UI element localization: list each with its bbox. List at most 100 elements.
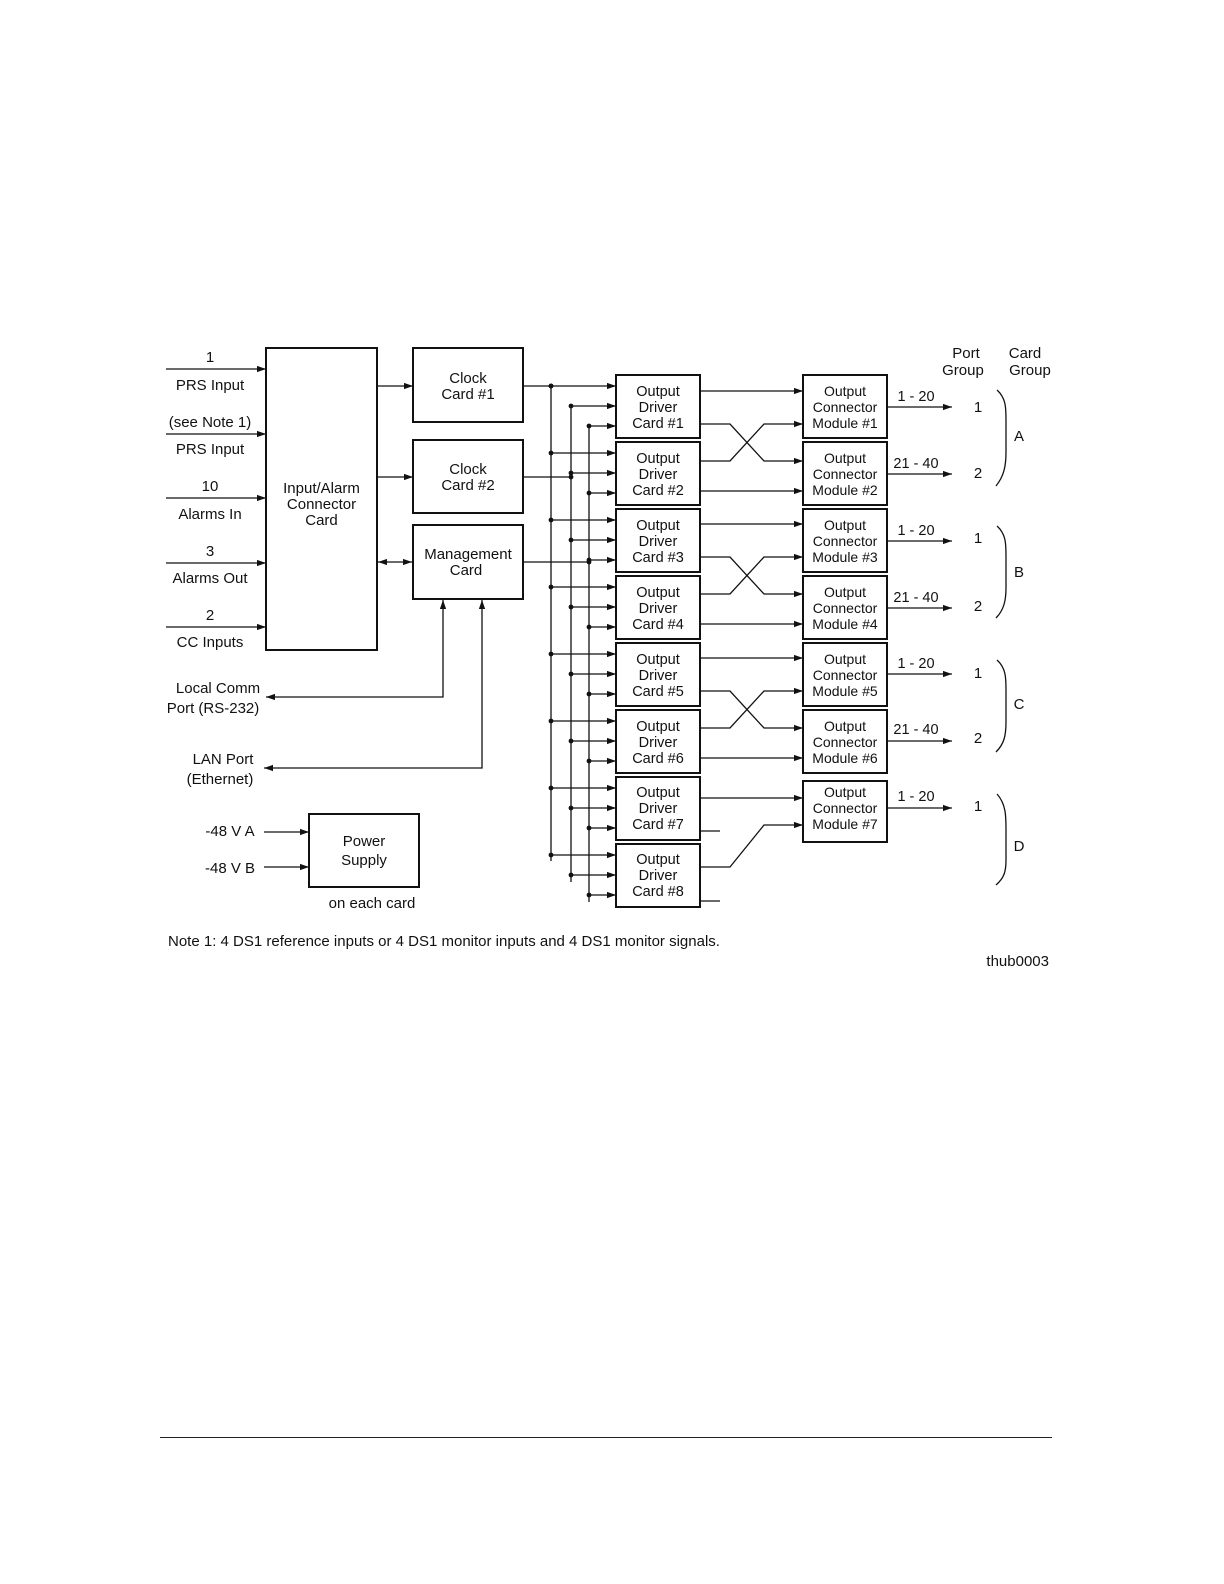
bus-junction-dot: [548, 450, 554, 456]
module-3-group: 1: [974, 530, 982, 547]
output-driver-card-2: Output Driver Card #2: [615, 441, 701, 506]
power-caption: on each card: [329, 895, 416, 912]
bus-junction-dot: [568, 671, 574, 677]
card-group-header-line2: Group: [1009, 362, 1051, 379]
input-label-prs: PRS Input: [176, 377, 245, 394]
bus-junction-dot: [586, 490, 592, 496]
driver-6-line3: Card #6: [632, 751, 684, 767]
driver-8-line1: Output: [636, 852, 680, 868]
module-1-ports: 1 - 20: [897, 389, 934, 405]
driver-7-line2: Driver: [639, 801, 678, 817]
bus-junction-dot: [586, 825, 592, 831]
driver-6-line1: Output: [636, 719, 680, 735]
input-lines: [166, 365, 266, 631]
driver-3-line2: Driver: [639, 534, 678, 550]
driver-2-line1: Output: [636, 451, 680, 467]
clock-card-2: Clock Card #2: [412, 439, 524, 514]
bus-junction-dot: [586, 758, 592, 764]
output-connector-module-3: Output Connector Module #3: [802, 508, 888, 573]
note-text: Note 1: 4 DS1 reference inputs or 4 DS1 …: [168, 933, 720, 950]
bus-junction-dot: [568, 403, 574, 409]
output-connector-module-5: Output Connector Module #5: [802, 642, 888, 707]
module-3-line3: Module #3: [812, 549, 878, 565]
power-supply-line2: Supply: [341, 852, 387, 869]
module-4-line1: Output: [824, 584, 866, 600]
figure-id: thub0003: [986, 953, 1049, 970]
bus-junction-dot: [548, 584, 554, 590]
input-count-prs-2: (see Note 1): [169, 414, 252, 431]
clock-card-1: Clock Card #1: [412, 347, 524, 423]
bus-junction-dot: [568, 604, 574, 610]
module-2-line1: Output: [824, 450, 866, 466]
output-driver-card-5: Output Driver Card #5: [615, 642, 701, 707]
driver-7-line3: Card #7: [632, 817, 684, 833]
bus-junction-dot: [548, 852, 554, 858]
module-6-line3: Module #6: [812, 750, 878, 766]
driver-5-line1: Output: [636, 652, 680, 668]
module-6-group: 2: [974, 730, 982, 747]
driver-3-line1: Output: [636, 518, 680, 534]
port-group-header-line1: Port: [952, 345, 980, 362]
output-connector-module-2: Output Connector Module #2: [802, 441, 888, 506]
module-6-ports: 21 - 40: [893, 722, 938, 738]
driver-to-module-wiring: [700, 387, 803, 902]
module-4-line3: Module #4: [812, 616, 878, 632]
module-2-group: 2: [974, 465, 982, 482]
power-supply: -48 V A -48 V B Power Supply on each car…: [205, 813, 420, 912]
output-connector-module-1: Output Connector Module #1: [802, 374, 888, 439]
driver-8-line3: Card #8: [632, 884, 684, 900]
bus-taps: [548, 382, 616, 899]
card-group-a: A: [1014, 428, 1024, 445]
local-comm-line2: Port (RS-232): [167, 700, 260, 717]
module-4-ports: 21 - 40: [893, 590, 938, 606]
driver-4-line2: Driver: [639, 601, 678, 617]
module-2-line3: Module #2: [812, 482, 878, 498]
port-group-header-line2: Group: [942, 362, 984, 379]
distribution-buses: [523, 385, 590, 902]
driver-1-line3: Card #1: [632, 416, 684, 432]
bus-junction-dot: [548, 718, 554, 724]
driver-2-line3: Card #2: [632, 483, 684, 499]
port-range-labels: 1 - 20 21 - 40 1 - 20 21 - 40 1 - 20 21 …: [893, 389, 938, 805]
module-5-line3: Module #5: [812, 683, 878, 699]
module-3-line2: Connector: [813, 533, 878, 549]
driver-2-line2: Driver: [639, 467, 678, 483]
card-group-d: D: [1014, 838, 1025, 855]
output-driver-card-4: Output Driver Card #4: [615, 575, 701, 640]
input-labels: 1 PRS Input (see Note 1) PRS Input 10 Al…: [169, 349, 252, 651]
module-6-line2: Connector: [813, 734, 878, 750]
bus-junction-dot: [568, 872, 574, 878]
bus-junction-dot: [568, 537, 574, 543]
module-6-line1: Output: [824, 718, 866, 734]
module-5-line2: Connector: [813, 667, 878, 683]
output-connector-module-7: Output Connector Module #7: [802, 780, 888, 843]
clock-card-1-line2: Card #1: [441, 386, 494, 403]
bus-junction-dot: [586, 624, 592, 630]
driver-6-line2: Driver: [639, 735, 678, 751]
power-supply-line1: Power: [343, 833, 386, 850]
driver-4-line3: Card #4: [632, 617, 684, 633]
driver-3-line3: Card #3: [632, 550, 684, 566]
driver-1-line1: Output: [636, 384, 680, 400]
output-driver-card-1: Output Driver Card #1: [615, 374, 701, 439]
module-1-line3: Module #1: [812, 415, 878, 431]
card-group-c: C: [1014, 696, 1025, 713]
output-driver-card-6: Output Driver Card #6: [615, 709, 701, 774]
output-driver-card-8: Output Driver Card #8: [615, 843, 701, 908]
bus-junction-dot: [548, 785, 554, 791]
module-5-ports: 1 - 20: [897, 656, 934, 672]
module-4-group: 2: [974, 598, 982, 615]
driver-7-line1: Output: [636, 785, 680, 801]
bus-junction-dot: [568, 738, 574, 744]
bus-junction-dot: [586, 892, 592, 898]
module-5-line1: Output: [824, 651, 866, 667]
module-outputs: [887, 403, 952, 812]
clock-card-2-line1: Clock: [449, 461, 487, 478]
output-driver-card-7: Output Driver Card #7: [615, 776, 701, 841]
input-alarm-connector-card: Input/Alarm Connector Card: [265, 347, 378, 651]
module-2-ports: 21 - 40: [893, 456, 938, 472]
management-card-line2: Card: [450, 562, 483, 579]
driver-8-line2: Driver: [639, 868, 678, 884]
lan-port-line1: LAN Port: [193, 751, 255, 768]
